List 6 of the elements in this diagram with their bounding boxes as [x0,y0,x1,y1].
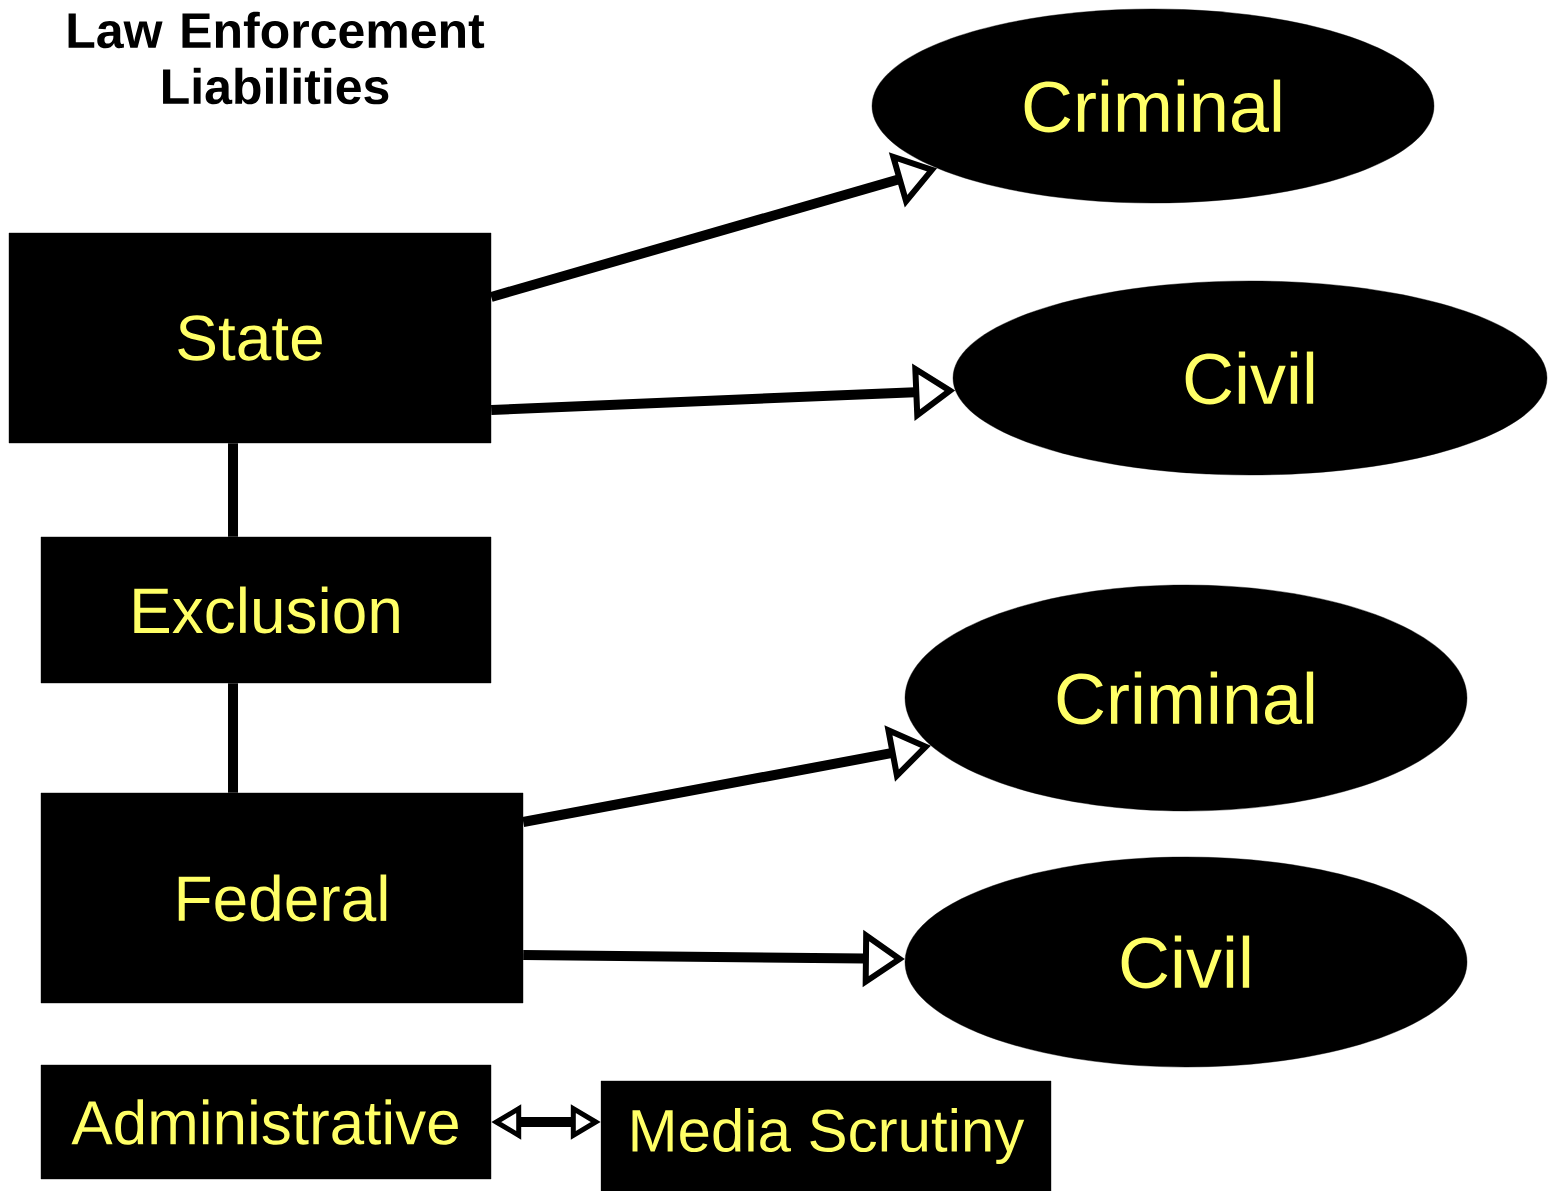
label-box: Administrative [40,1064,492,1180]
title: Law Enforcement Liabilities [68,11,485,105]
label-box: State [8,232,492,444]
label-box: Federal [40,792,524,1004]
label-box: Exclusion [40,536,492,684]
label-box: Media Scrutiny [600,1080,1052,1191]
